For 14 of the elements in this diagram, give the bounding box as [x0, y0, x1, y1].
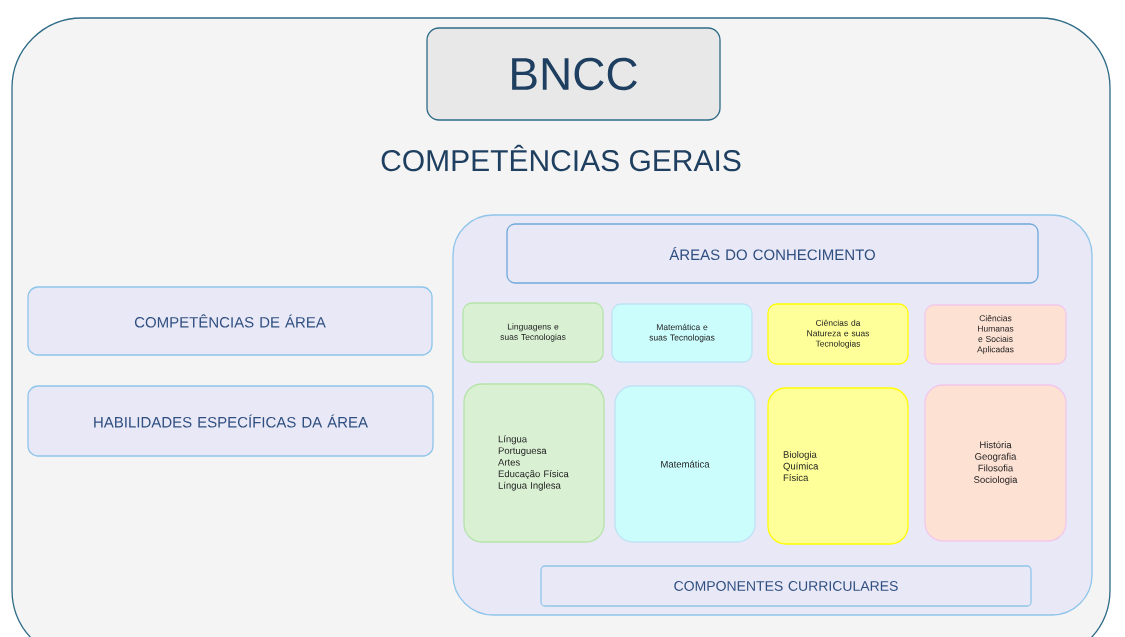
subject-box: Biologia Química Física — [767, 387, 909, 545]
area-box: Linguagens e suas Tecnologias — [462, 302, 604, 363]
title-box: BNCC — [426, 27, 721, 121]
subject-box: Matemática — [614, 385, 756, 543]
heading-box: COMPONENTES CURRICULARES — [540, 565, 1032, 607]
area-box: Ciências Humanas e Sociais Aplicadas — [924, 304, 1067, 365]
heading-box: COMPETÊNCIAS DE ÁREA — [27, 286, 433, 356]
heading: COMPETÊNCIAS GERAIS — [381, 144, 741, 172]
heading-box: HABILIDADES ESPECÍFICAS DA ÁREA — [27, 385, 434, 457]
subject-box: Língua Portuguesa Artes Educação Física Língua Inglesa — [463, 383, 605, 543]
area-box: Matemática e suas Tecnologias — [611, 303, 753, 363]
heading-box: ÁREAS DO CONHECIMENTO — [506, 223, 1039, 284]
subject-box: História Geografia Filosofia Sociologia — [924, 384, 1067, 542]
area-box: Ciências da Natureza e suas Tecnologias — [767, 303, 909, 365]
